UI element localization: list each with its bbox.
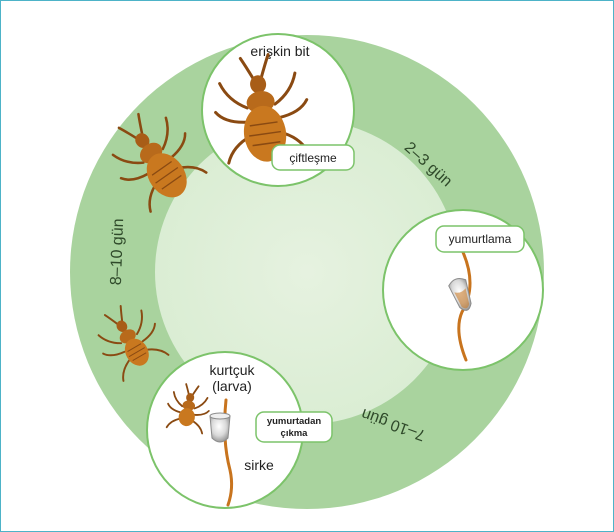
svg-text:çıkma: çıkma [281,428,309,439]
tag-egg-laying: yumurtlama [436,226,524,252]
hatched-nit-shell [210,413,230,442]
stage-node-adult: erişkin bit çiftleşme [202,34,354,186]
stage-node-egg-laying: yumurtlama [383,210,543,370]
stage-label-larva-line2: (larva) [212,378,252,394]
duration-larva-to-adult: 8–10 gün [108,218,127,285]
tag-hatching: yumurtadan çıkma [256,412,332,442]
stage-label-larva-line1: kurtçuk [209,362,255,378]
svg-text:çiftleşme: çiftleşme [289,151,337,165]
svg-text:yumurtadan: yumurtadan [267,416,322,427]
stage-label-adult: erişkin bit [250,43,309,59]
tag-mating: çiftleşme [272,145,354,170]
svg-text:yumurtlama: yumurtlama [449,232,512,246]
nit-label: sirke [244,457,274,473]
